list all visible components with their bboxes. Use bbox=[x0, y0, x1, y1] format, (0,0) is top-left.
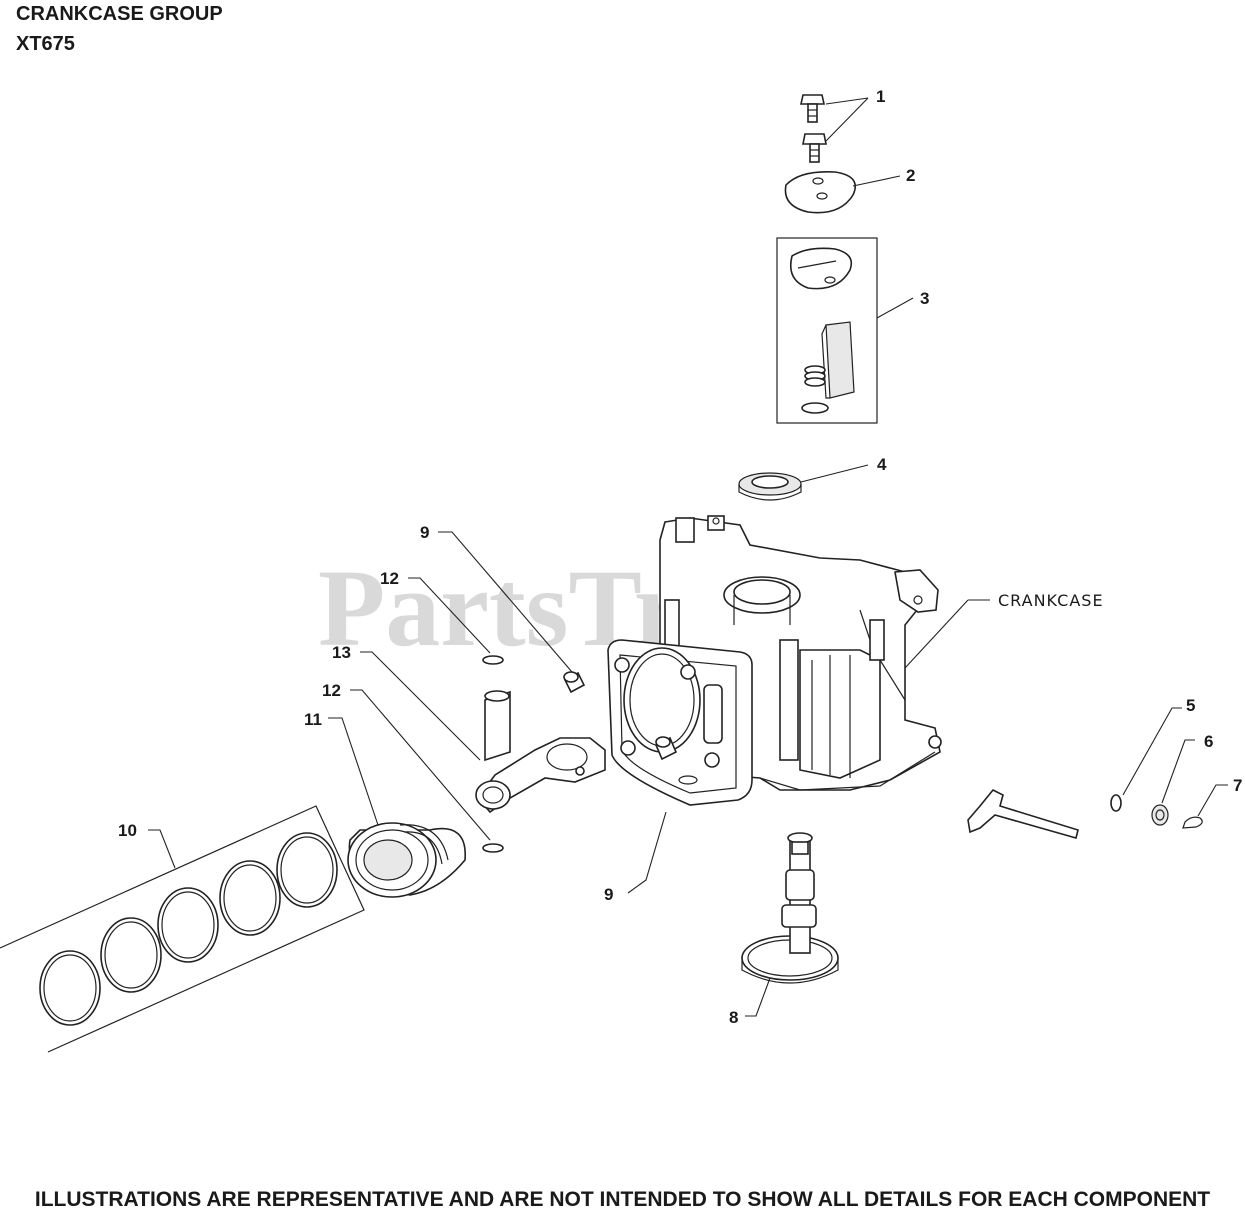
part-10-piston-rings[interactable] bbox=[0, 805, 365, 1053]
diagram-title: CRANKCASE GROUP bbox=[16, 3, 223, 25]
callout-13-leader bbox=[360, 651, 481, 761]
callout-5: 5 bbox=[1186, 696, 1195, 715]
part-9-dowel-lower[interactable] bbox=[654, 736, 678, 761]
part-3-kit-box[interactable] bbox=[776, 237, 878, 424]
part-6-spacer[interactable] bbox=[1151, 804, 1169, 826]
callout-12-upper: 12 bbox=[380, 569, 399, 588]
callout-9-lower: 9 bbox=[604, 885, 613, 904]
crankcase-label: CRANKCASE bbox=[998, 591, 1104, 610]
part-5-washer[interactable] bbox=[1110, 794, 1122, 812]
part-13-connecting-rod[interactable] bbox=[475, 690, 606, 814]
part-2-plate[interactable] bbox=[784, 170, 857, 214]
callout-10: 10 bbox=[118, 821, 137, 840]
callout-2: 2 bbox=[906, 166, 915, 185]
part-4-oil-seal[interactable] bbox=[738, 472, 802, 501]
callout-3: 3 bbox=[920, 289, 929, 308]
disclaimer-footer: ILLUSTRATIONS ARE REPRESENTATIVE AND ARE… bbox=[34, 1188, 1211, 1211]
exploded-parts-diagram: PartsTree bbox=[0, 87, 1242, 1053]
callout-9-upper-leader bbox=[438, 531, 573, 673]
model-number: XT675 bbox=[16, 33, 75, 55]
crankcase-block[interactable] bbox=[607, 515, 942, 806]
callout-9-lower-leader bbox=[627, 811, 667, 894]
part-12-circlip-upper[interactable] bbox=[482, 655, 504, 665]
part-1-bolts[interactable] bbox=[800, 94, 827, 163]
part-11-piston[interactable] bbox=[347, 822, 466, 898]
part-9-dowel-upper[interactable] bbox=[563, 671, 586, 694]
callout-1: 1 bbox=[876, 87, 885, 106]
callout-4: 4 bbox=[877, 455, 887, 474]
callout-9-upper: 9 bbox=[420, 523, 429, 542]
callout-4-leader bbox=[800, 464, 869, 483]
callout-5-leader bbox=[1122, 707, 1182, 796]
callout-12-lower-leader bbox=[350, 689, 491, 841]
callout-7-leader bbox=[1197, 784, 1228, 817]
callout-6: 6 bbox=[1204, 732, 1213, 751]
callout-7: 7 bbox=[1233, 776, 1242, 795]
callout-12-lower: 12 bbox=[322, 681, 341, 700]
crankcase-leader-b bbox=[904, 599, 969, 669]
callout-12-upper-leader bbox=[408, 577, 491, 654]
callout-2-leader bbox=[852, 175, 901, 187]
part-7-clip[interactable] bbox=[1182, 816, 1203, 829]
governor-shaft[interactable] bbox=[967, 788, 1079, 839]
callout-8: 8 bbox=[729, 1008, 738, 1027]
callout-11: 11 bbox=[304, 710, 322, 729]
callout-1-leader bbox=[825, 97, 869, 142]
part-8-camshaft[interactable] bbox=[741, 832, 839, 984]
part-12-circlip-lower[interactable] bbox=[482, 843, 504, 853]
callout-11-leader bbox=[328, 717, 379, 826]
callout-6-leader bbox=[1161, 739, 1195, 804]
callout-3-leader bbox=[876, 297, 914, 319]
callout-10-leader bbox=[148, 829, 176, 869]
callout-8-leader bbox=[745, 977, 771, 1017]
callout-13: 13 bbox=[332, 643, 351, 662]
